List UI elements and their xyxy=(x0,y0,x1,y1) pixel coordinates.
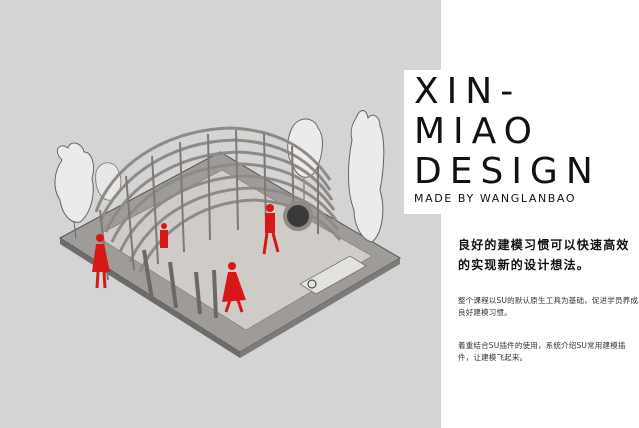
paragraph-1: 整个课程以SU的默认原生工具为基础，促进学员养成良好建模习惯。 xyxy=(458,296,639,317)
title-line-3: DESIGN xyxy=(414,151,601,192)
subtitle: MADE BY WANGLANBAO xyxy=(414,192,577,205)
tree-right-2 xyxy=(348,110,385,243)
figure-3 xyxy=(262,204,280,255)
round-opening xyxy=(283,201,313,231)
tree-left-back xyxy=(95,162,122,201)
paragraph-2: 着重结合SU插件的使用，系统介绍SU常用建模插件，让建模飞起来。 xyxy=(458,341,626,362)
sign-plate xyxy=(299,255,367,295)
tree-left xyxy=(54,142,95,239)
figure-4 xyxy=(222,262,246,313)
platform-side-right xyxy=(240,258,400,358)
title-line-2: MIAO xyxy=(414,111,541,152)
front-columns xyxy=(142,249,218,319)
sign-logo-icon xyxy=(307,279,317,289)
figure-2 xyxy=(160,223,168,248)
title-line-1: XIN- xyxy=(414,71,522,112)
headline: 良好的建模习惯可以快速高效的实现新的设计想法。 xyxy=(458,238,630,272)
figures xyxy=(92,204,280,313)
title-box xyxy=(404,70,594,214)
figure-1 xyxy=(92,234,110,289)
